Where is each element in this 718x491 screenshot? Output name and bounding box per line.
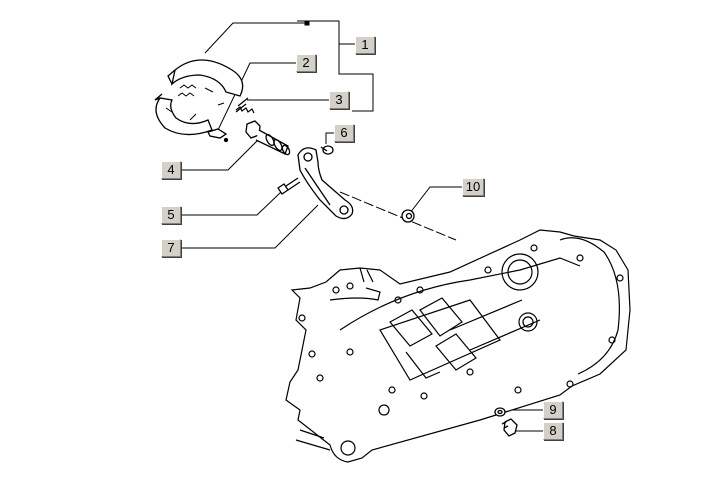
drain-plug-washer (494, 407, 506, 417)
shaft-seal-washer (401, 209, 415, 223)
callout-5[interactable]: 5 (161, 206, 181, 224)
brake-shoe-clip (207, 128, 229, 143)
lever-bolt (277, 177, 301, 195)
callout-3[interactable]: 3 (329, 91, 349, 109)
drain-plug (501, 418, 518, 437)
leader-10 (409, 186, 462, 214)
leader-2 (217, 62, 296, 131)
brake-cam-shaft (245, 120, 291, 156)
callout-7[interactable]: 7 (161, 239, 181, 257)
leader-1c (204, 22, 307, 54)
lever-pin (320, 145, 334, 155)
leader-4 (180, 139, 259, 171)
crankcase (285, 229, 631, 463)
leader-1 (297, 20, 355, 45)
leader-1b (338, 44, 374, 112)
callout-2[interactable]: 2 (296, 54, 316, 72)
callout-1[interactable]: 1 (355, 36, 375, 54)
leader-5 (180, 191, 282, 216)
callout-8[interactable]: 8 (543, 422, 563, 440)
brake-shoe-set (154, 59, 244, 136)
brake-shoe-spring (235, 97, 255, 114)
leader-6 (325, 132, 334, 144)
leader-1-marker (304, 20, 310, 26)
brake-lever (297, 147, 354, 220)
callout-4[interactable]: 4 (161, 161, 181, 179)
callout-10[interactable]: 10 (462, 178, 484, 196)
leader-7 (180, 204, 319, 249)
axis-line (339, 191, 457, 241)
callout-9[interactable]: 9 (543, 401, 563, 419)
callout-6[interactable]: 6 (334, 124, 354, 142)
